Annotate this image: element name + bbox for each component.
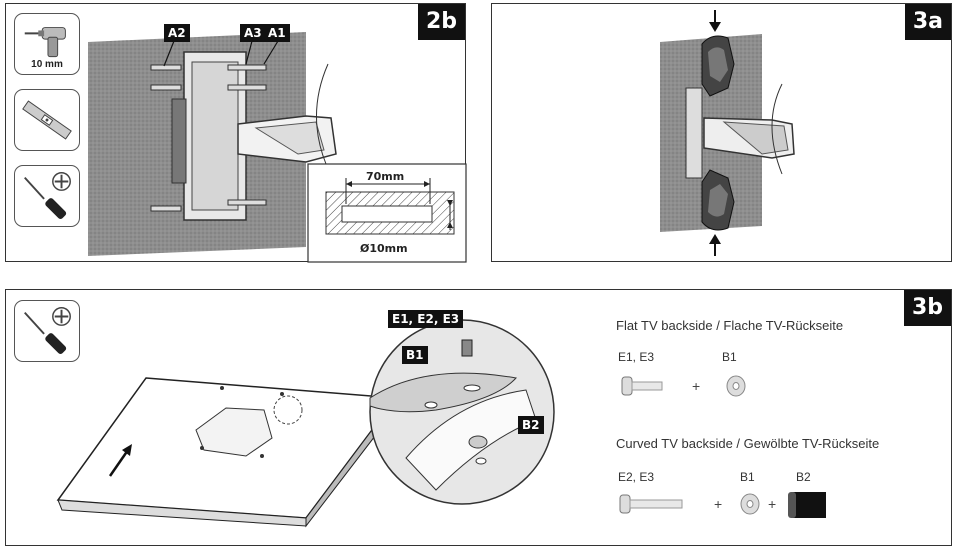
step-badge-3b: 3b bbox=[903, 290, 951, 326]
callout-e1-e2-e3: E1, E2, E3 bbox=[388, 310, 464, 328]
arm-attachment-illustration bbox=[660, 10, 795, 256]
screwdriver-tool-box-3b bbox=[14, 300, 80, 362]
level-tool-box bbox=[14, 89, 80, 151]
phillips-screwdriver-icon bbox=[24, 172, 71, 220]
screwdriver-tool-box bbox=[14, 165, 80, 227]
callout-b1: B1 bbox=[402, 346, 428, 364]
wall-plate-mounting-illustration bbox=[88, 32, 467, 263]
callout-a3: A3 bbox=[240, 24, 266, 42]
panel-3b: 3b bbox=[5, 289, 952, 546]
flat-screw-label: E1, E3 bbox=[618, 350, 655, 364]
panel-3a: 3a bbox=[491, 3, 952, 262]
phillips-screwdriver-icon bbox=[24, 307, 71, 355]
step-badge-2b: 2b bbox=[417, 4, 465, 40]
curved-tv-caption: Curved TV backside / Gewölbte TV-Rücksei… bbox=[616, 436, 880, 451]
flat-plus-sign: + bbox=[692, 378, 701, 394]
step-badge-3a: 3a bbox=[904, 4, 951, 40]
curved-washer-label: B1 bbox=[740, 470, 755, 484]
drill-tool-box: 10 mm bbox=[14, 13, 80, 75]
curved-screw-label: E2, E3 bbox=[618, 470, 655, 484]
drill-diameter-dimension: Ø10mm bbox=[360, 242, 408, 255]
tv-back-mounting-illustration bbox=[56, 319, 826, 528]
curved-plus-sign-2: + bbox=[768, 496, 777, 512]
drill-bit-size: 10 mm bbox=[31, 59, 63, 70]
curved-spacer-label: B2 bbox=[796, 470, 811, 484]
curved-plus-sign-1: + bbox=[714, 496, 723, 512]
flat-tv-caption: Flat TV backside / Flache TV-Rückseite bbox=[616, 318, 844, 333]
drill-depth-dimension: 70mm bbox=[366, 170, 405, 183]
callout-b2: B2 bbox=[518, 416, 544, 434]
callout-a1: A1 bbox=[264, 24, 290, 42]
panel-2b: 2b 10 mm bbox=[5, 3, 467, 263]
flat-washer-label: B1 bbox=[722, 350, 737, 364]
drill-icon bbox=[24, 27, 66, 58]
spirit-level-icon bbox=[22, 100, 72, 140]
callout-a2: A2 bbox=[164, 24, 190, 42]
